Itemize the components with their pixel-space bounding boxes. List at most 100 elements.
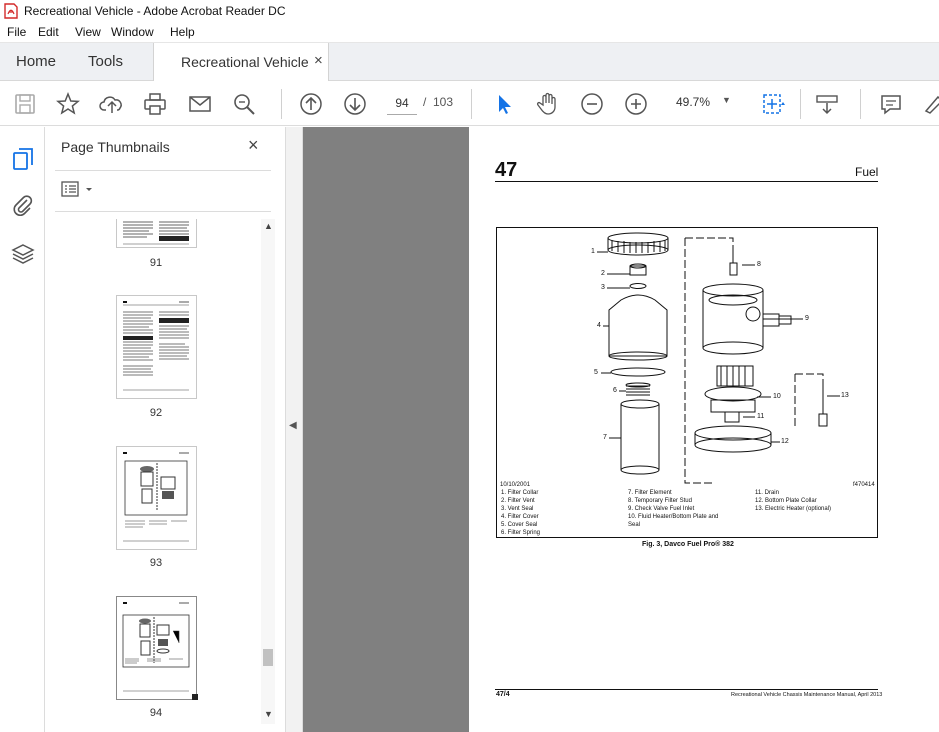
legend-item: 10. Fluid Heater/Bottom Plate and bbox=[628, 514, 719, 520]
save-icon[interactable] bbox=[12, 91, 38, 117]
callout-5: 5 bbox=[594, 369, 598, 376]
thumbnail-label: 93 bbox=[149, 557, 163, 569]
legend-item: 4. Filter Cover bbox=[501, 514, 539, 520]
plus-circle-icon[interactable] bbox=[623, 91, 649, 117]
page-chapter-number: 47 bbox=[495, 159, 518, 181]
thumbnail-preview bbox=[122, 602, 190, 692]
page-number-input[interactable]: 94 bbox=[387, 91, 417, 115]
cursor-arrow-icon[interactable] bbox=[491, 91, 517, 117]
legend-item: Seal bbox=[628, 522, 641, 528]
menu-view[interactable]: View bbox=[75, 25, 101, 39]
callout-12: 12 bbox=[781, 438, 789, 445]
legend-item: 1. Filter Collar bbox=[501, 490, 539, 496]
list-options-icon bbox=[61, 181, 92, 197]
pdf-page: 47 Fuel bbox=[469, 127, 939, 732]
header-rule bbox=[495, 181, 878, 182]
legend-item: 6. Filter Spring bbox=[501, 530, 541, 536]
thumbnail-options-button[interactable] bbox=[61, 180, 97, 200]
collapse-panel-icon[interactable]: ◀ bbox=[289, 420, 297, 431]
star-icon[interactable] bbox=[55, 91, 81, 117]
thumbnail-page[interactable] bbox=[116, 219, 197, 248]
comment-icon[interactable] bbox=[878, 91, 904, 117]
legend-item: 8. Temporary Filter Stud bbox=[628, 498, 692, 504]
acrobat-logo-icon bbox=[4, 3, 18, 19]
tab-home[interactable]: Home bbox=[16, 53, 57, 70]
fit-page-icon[interactable] bbox=[760, 91, 786, 117]
zoom-dropdown-icon[interactable]: ▼ bbox=[722, 95, 731, 105]
callout-11: 11 bbox=[757, 413, 765, 420]
figure-date: 10/10/2001 bbox=[500, 482, 531, 488]
legend-item: 5. Cover Seal bbox=[501, 522, 538, 528]
attachment-icon[interactable] bbox=[11, 194, 35, 218]
zoom-level[interactable]: 49.7% bbox=[676, 95, 711, 109]
minus-circle-icon[interactable] bbox=[579, 91, 605, 117]
thumbnail-page-current[interactable] bbox=[116, 596, 197, 700]
legend-item: 3. Vent Seal bbox=[501, 506, 534, 512]
figure-caption: Fig. 3, Davco Fuel Pro® 382 bbox=[642, 541, 734, 548]
upload-icon[interactable] bbox=[99, 91, 125, 117]
window-title: Recreational Vehicle - Adobe Acrobat Rea… bbox=[24, 4, 286, 18]
legend-item: 13. Electric Heater (optional) bbox=[755, 506, 832, 512]
callout-4: 4 bbox=[597, 322, 601, 329]
scroll-up-icon[interactable]: ▲ bbox=[264, 221, 273, 231]
scroll-down-icon[interactable]: ▼ bbox=[264, 709, 273, 719]
legend-item: 9. Check Valve Fuel Inlet bbox=[628, 506, 695, 512]
thumbnail-page[interactable] bbox=[116, 295, 197, 399]
callout-3: 3 bbox=[601, 284, 605, 291]
callout-6: 6 bbox=[613, 387, 617, 394]
tab-bar: Home Tools Recreational Vehicle × bbox=[0, 43, 939, 81]
close-tab-icon[interactable]: × bbox=[314, 52, 323, 69]
menu-bar: File Edit View Window Help bbox=[0, 22, 939, 43]
legend-item: 11. Drain bbox=[755, 490, 779, 496]
tab-document-label: Recreational Vehicle bbox=[181, 54, 309, 70]
close-panel-icon[interactable]: × bbox=[248, 135, 259, 155]
document-viewer[interactable]: 47 Fuel bbox=[303, 127, 939, 732]
toolbar-divider bbox=[800, 89, 801, 119]
current-page-marker bbox=[192, 694, 198, 700]
page-total: 103 bbox=[433, 95, 454, 109]
panel-title: Page Thumbnails bbox=[61, 139, 170, 155]
toolbar-divider bbox=[281, 89, 282, 119]
highlight-pen-icon[interactable] bbox=[920, 91, 939, 117]
legend-item: 2. Filter Vent bbox=[501, 498, 535, 504]
hand-icon[interactable] bbox=[535, 91, 561, 117]
thumbnail-scrollbar[interactable]: ▲ ▼ bbox=[261, 219, 275, 724]
zoom-search-icon[interactable] bbox=[231, 91, 257, 117]
figure-code: f470414 bbox=[853, 482, 875, 488]
footer-manual-title: Recreational Vehicle Chassis Maintenance… bbox=[731, 692, 883, 698]
panel-splitter[interactable]: ◀ bbox=[285, 127, 303, 732]
menu-edit[interactable]: Edit bbox=[38, 25, 59, 39]
printer-icon[interactable] bbox=[142, 91, 168, 117]
thumbnail-page[interactable] bbox=[116, 446, 197, 550]
scroll-mode-icon[interactable] bbox=[814, 91, 840, 117]
thumbnail-label: 92 bbox=[149, 407, 163, 419]
envelope-icon[interactable] bbox=[187, 91, 213, 117]
menu-help[interactable]: Help bbox=[170, 25, 195, 39]
toolbar-divider bbox=[860, 89, 861, 119]
tab-document[interactable]: Recreational Vehicle × bbox=[153, 43, 329, 81]
menu-window[interactable]: Window bbox=[111, 25, 154, 39]
callout-1: 1 bbox=[591, 248, 595, 255]
thumbnail-label: 94 bbox=[149, 707, 163, 719]
page-thumbnails-icon[interactable] bbox=[11, 147, 35, 171]
callout-13: 13 bbox=[841, 392, 849, 399]
page-separator: / bbox=[423, 95, 427, 109]
menu-file[interactable]: File bbox=[7, 25, 27, 39]
fuel-filter-diagram bbox=[597, 232, 840, 484]
thumbnail-preview bbox=[123, 221, 189, 245]
callout-7: 7 bbox=[603, 434, 607, 441]
arrow-up-circle-icon[interactable] bbox=[298, 91, 324, 117]
arrow-down-circle-icon[interactable] bbox=[342, 91, 368, 117]
thumbnails-panel: Page Thumbnails × 91 92 bbox=[45, 127, 285, 732]
toolbar: 94 / 103 49.7% ▼ bbox=[0, 81, 939, 126]
footer-page-number: 47/4 bbox=[496, 691, 510, 698]
callout-2: 2 bbox=[601, 270, 605, 277]
callout-10: 10 bbox=[773, 393, 781, 400]
thumbnail-preview bbox=[123, 301, 189, 391]
thumbnail-preview bbox=[123, 452, 189, 542]
layers-icon[interactable] bbox=[11, 242, 35, 266]
scrollbar-thumb[interactable] bbox=[263, 649, 273, 666]
legend-item: 7. Filter Element bbox=[628, 490, 672, 496]
tab-tools[interactable]: Tools bbox=[88, 53, 124, 70]
footer-rule bbox=[495, 689, 878, 690]
